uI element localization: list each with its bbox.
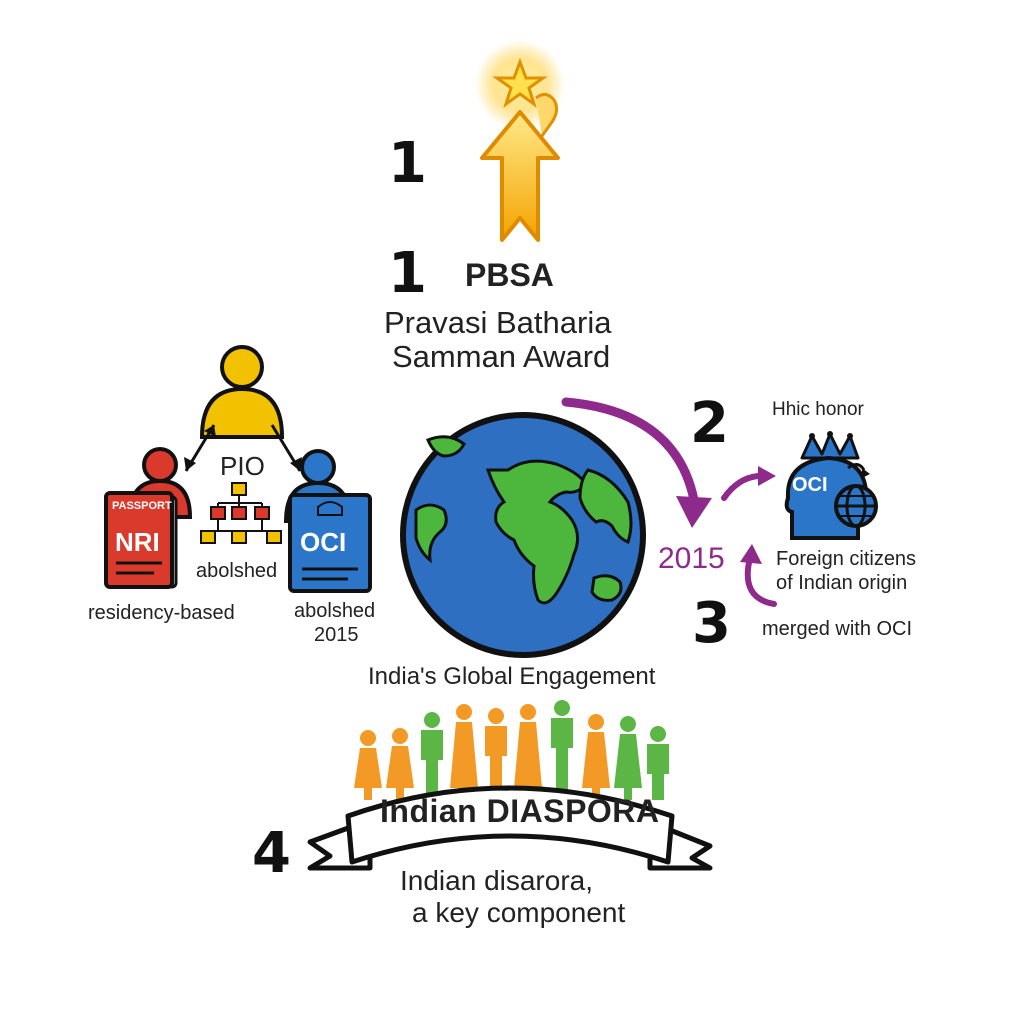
abolished-label-line1: abolshed [294,600,376,622]
crowd-person [582,714,610,800]
passport-icon [104,491,178,589]
star-arrow-icon [475,40,565,242]
residency-label: residency-based [88,602,235,624]
globe-icon [400,412,646,658]
award-abbreviation: PBSA [465,257,554,293]
foreign-citizens-line2: of Indian origin [776,572,908,594]
step-number-1: 1 [388,241,427,306]
year-label: 2015 [658,542,725,575]
hand-icon [535,93,559,137]
crowd-person [485,708,507,800]
step-number-3: 3 [692,591,731,656]
nri-label: NRI [115,527,160,557]
step-number-4: 4 [252,821,291,886]
diaspora-caption-line1: Indian disarora, [400,865,594,896]
oci-head-label: OCI [792,474,828,496]
diaspora-banner-label: Indian DIASPORA [380,793,660,829]
org-chart-icon [200,482,282,544]
oci-card-label: OCI [300,527,347,557]
crowd-person [421,712,443,800]
abolished-label-line2: 2015 [314,624,359,646]
crowd-person [647,726,669,800]
foreign-citizens-line1: Foreign citizens [776,548,917,570]
crown-icon [800,431,860,460]
pio-network-diagram [104,345,372,593]
process-arrows [561,397,777,607]
crowd-person [614,716,642,800]
step-number-1-top: 1 [388,131,427,196]
merged-label: merged with OCI [762,618,913,640]
pio-label: PIO [220,451,265,481]
crowd-person [354,730,382,800]
honor-label: Hhic honor [772,399,864,420]
people-crowd-icon [354,700,669,800]
oci-head-icon [784,431,878,540]
crowd-person [450,704,478,800]
passport-label: PASSPORT [112,500,172,512]
crowd-person [514,704,542,800]
crowd-person [551,700,573,800]
step-number-2: 2 [690,391,729,456]
ribbon-banner-icon [307,785,713,871]
globe-caption: India's Global Engagement [368,663,656,690]
diaspora-caption-line2: a key component [412,897,626,928]
person-icon [199,345,285,439]
abolished-label-mid: abolshed [196,560,278,582]
award-name-line2: Samman Award [392,339,611,374]
award-name-line1: Pravasi Batharia [384,305,612,340]
crowd-person [386,728,414,800]
